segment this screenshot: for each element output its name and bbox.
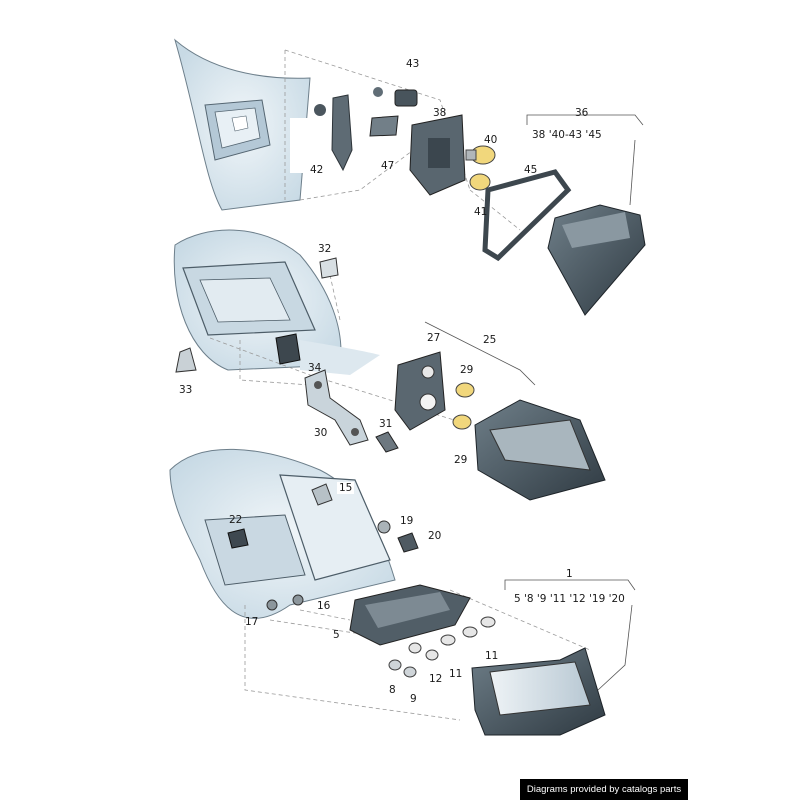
callout-8: 8 xyxy=(389,684,396,696)
callout-20: 20 xyxy=(428,530,442,542)
tail-lamp-middle-25 xyxy=(474,399,606,501)
callout-16: 16 xyxy=(317,600,331,612)
bulbs-11 xyxy=(440,616,496,646)
callout-38: 38 xyxy=(433,107,447,119)
callout-40: 40 xyxy=(484,134,498,146)
tail-lamp-lower-1 xyxy=(471,647,606,736)
bracket-25-lines xyxy=(424,321,536,386)
screw-15 xyxy=(311,483,333,506)
callout-17: 17 xyxy=(245,616,259,628)
callout-27: 27 xyxy=(427,332,441,344)
bracket-1-lines xyxy=(504,579,636,691)
bulb-holder-43 xyxy=(369,87,418,137)
clip-33 xyxy=(175,347,197,373)
callout-32: 32 xyxy=(318,243,332,255)
bulb-40 xyxy=(465,145,496,165)
callout-42: 42 xyxy=(308,164,326,176)
callout-11-right: 11 xyxy=(485,650,499,662)
callout-34: 34 xyxy=(308,362,322,374)
callout-45: 45 xyxy=(524,164,538,176)
callout-19: 19 xyxy=(400,515,414,527)
bracket-30 xyxy=(304,369,369,446)
nut-16 xyxy=(292,594,304,606)
callout-25: 25 xyxy=(483,334,497,346)
callout-41: 41 xyxy=(474,206,488,218)
callout-29-upper: 29 xyxy=(460,364,474,376)
callout-5: 5 xyxy=(333,629,340,641)
bulbs-12-8 xyxy=(388,642,439,678)
connector-22 xyxy=(227,528,249,549)
callout-36-sub: 38 '40-43 '45 xyxy=(532,129,602,141)
middle-body-panel xyxy=(173,229,380,375)
callout-22: 22 xyxy=(229,514,243,526)
callout-1: 1 xyxy=(566,568,573,580)
bracket-36-lines xyxy=(526,114,644,206)
credit-banner: Diagrams provided by catalogs parts xyxy=(520,779,688,800)
callout-47: 47 xyxy=(381,160,395,172)
callout-36: 36 xyxy=(575,107,589,119)
bulb-41 xyxy=(469,173,491,191)
callout-29-lower: 29 xyxy=(454,454,468,466)
callout-33: 33 xyxy=(179,384,193,396)
bulb-carrier-5 xyxy=(349,584,471,646)
callout-43: 43 xyxy=(406,58,420,70)
bulb-29-lower xyxy=(452,414,472,430)
bracket-42 xyxy=(290,94,360,173)
bulb-29-upper xyxy=(455,382,475,398)
dashed-leaders-bottom xyxy=(244,589,591,721)
clip-32 xyxy=(319,257,339,279)
callout-9: 9 xyxy=(410,693,417,705)
gasket-45 xyxy=(482,169,572,262)
upper-body-panel xyxy=(174,38,311,211)
lower-body-panel xyxy=(169,448,396,619)
callout-15: 15 xyxy=(337,482,355,494)
callout-30: 30 xyxy=(314,427,328,439)
callout-1-sub: 5 '8 '9 '11 '12 '19 '20 xyxy=(514,593,625,605)
callout-11-left: 11 xyxy=(449,668,463,680)
bulb-carrier-27 xyxy=(394,351,446,431)
callout-12: 12 xyxy=(429,673,443,685)
connector-34 xyxy=(275,333,301,365)
bulb-carrier-38 xyxy=(409,114,466,196)
tail-lamp-upper-36 xyxy=(547,204,646,316)
screw-31 xyxy=(375,431,399,453)
nut-17 xyxy=(266,599,278,611)
nut-19 xyxy=(377,520,391,534)
bolt-20 xyxy=(397,532,419,553)
callout-31: 31 xyxy=(379,418,393,430)
